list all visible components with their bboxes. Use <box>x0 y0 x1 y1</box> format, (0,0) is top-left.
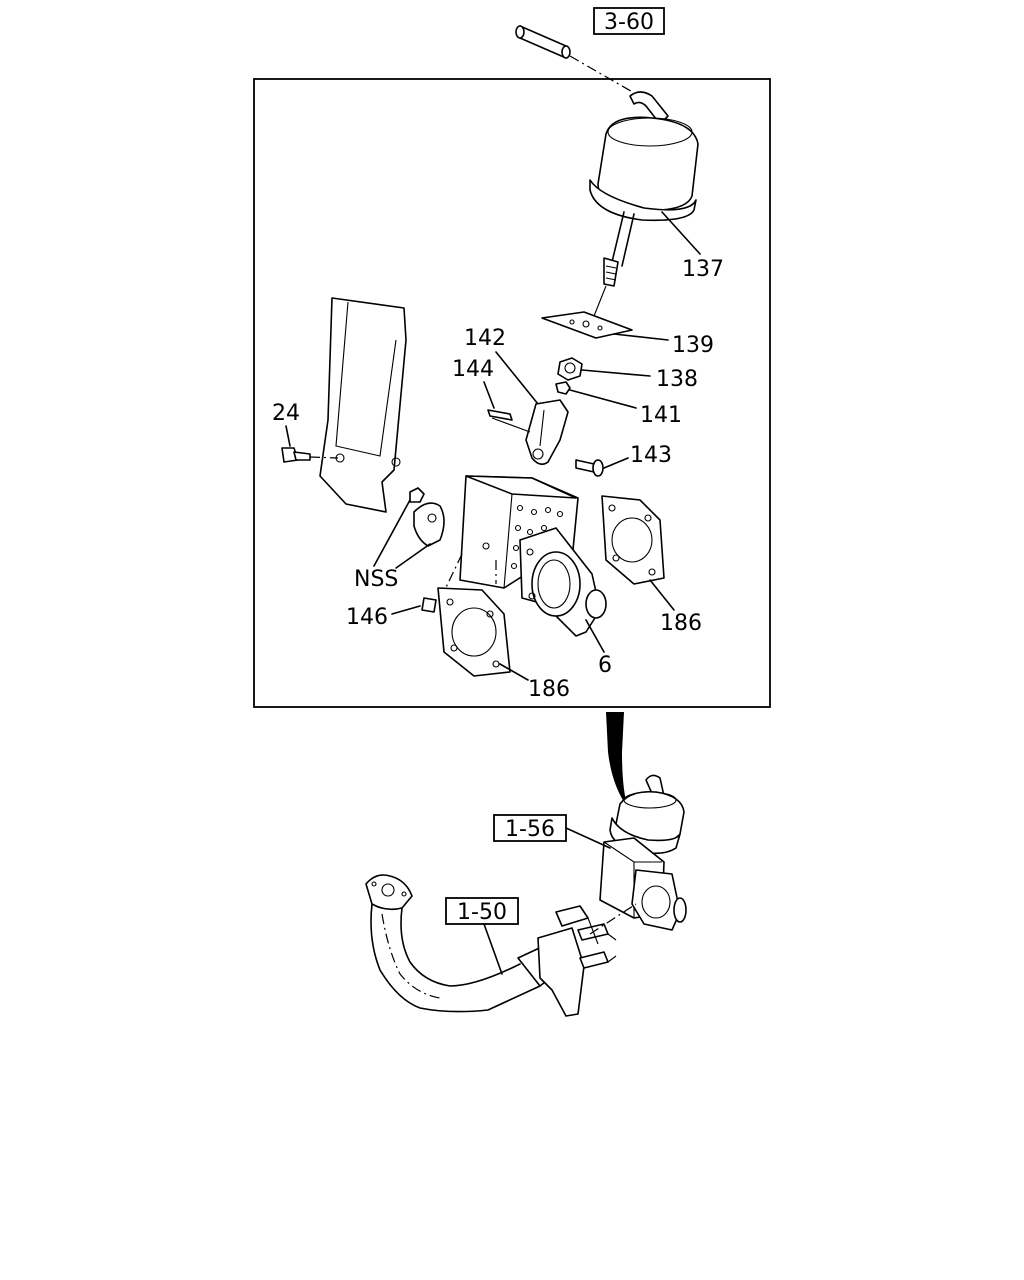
exhaust-pipe-part <box>365 874 561 1013</box>
ref-box-1-56[interactable]: 1-56 <box>493 814 567 842</box>
hose-part <box>515 25 571 59</box>
callout-6: 6 <box>598 653 612 678</box>
callout-186-bottom: 186 <box>528 677 570 702</box>
valve-housing-part <box>519 527 607 637</box>
callout-142: 142 <box>464 326 506 351</box>
plate-part <box>541 311 633 339</box>
callout-186-right: 186 <box>660 611 702 636</box>
washer-part <box>409 487 445 547</box>
ref-box-3-60[interactable]: 3-60 <box>593 7 665 35</box>
callout-146: 146 <box>346 605 388 630</box>
assembled-actuator-part <box>599 774 687 931</box>
stud-part <box>421 597 437 613</box>
callout-137: 137 <box>682 257 724 282</box>
nut-part <box>557 357 583 381</box>
bolt-143-part <box>575 459 604 477</box>
callout-24: 24 <box>272 401 300 426</box>
gasket-right-part <box>601 495 665 585</box>
ref-label-1-56: 1-56 <box>505 817 555 842</box>
detail-frame <box>253 78 771 708</box>
small-nut-part <box>555 381 571 395</box>
callout-141: 141 <box>640 403 682 428</box>
bracket-part <box>319 297 407 513</box>
vacuum-actuator-part <box>589 91 699 287</box>
callout-144: 144 <box>452 357 494 382</box>
pin-part <box>487 409 531 433</box>
callout-139: 139 <box>672 333 714 358</box>
pointer-arrow <box>606 712 628 808</box>
bolt-24-part <box>281 447 311 463</box>
callout-138: 138 <box>656 367 698 392</box>
ref-label-1-50: 1-50 <box>457 900 507 925</box>
pipe-flange-part <box>537 905 617 1017</box>
callout-143: 143 <box>630 443 672 468</box>
gasket-bottom-part <box>437 587 511 677</box>
ref-label-3-60: 3-60 <box>604 10 654 35</box>
ref-box-1-50[interactable]: 1-50 <box>445 897 519 925</box>
callout-nss: NSS <box>354 567 398 592</box>
lever-part <box>525 399 569 466</box>
